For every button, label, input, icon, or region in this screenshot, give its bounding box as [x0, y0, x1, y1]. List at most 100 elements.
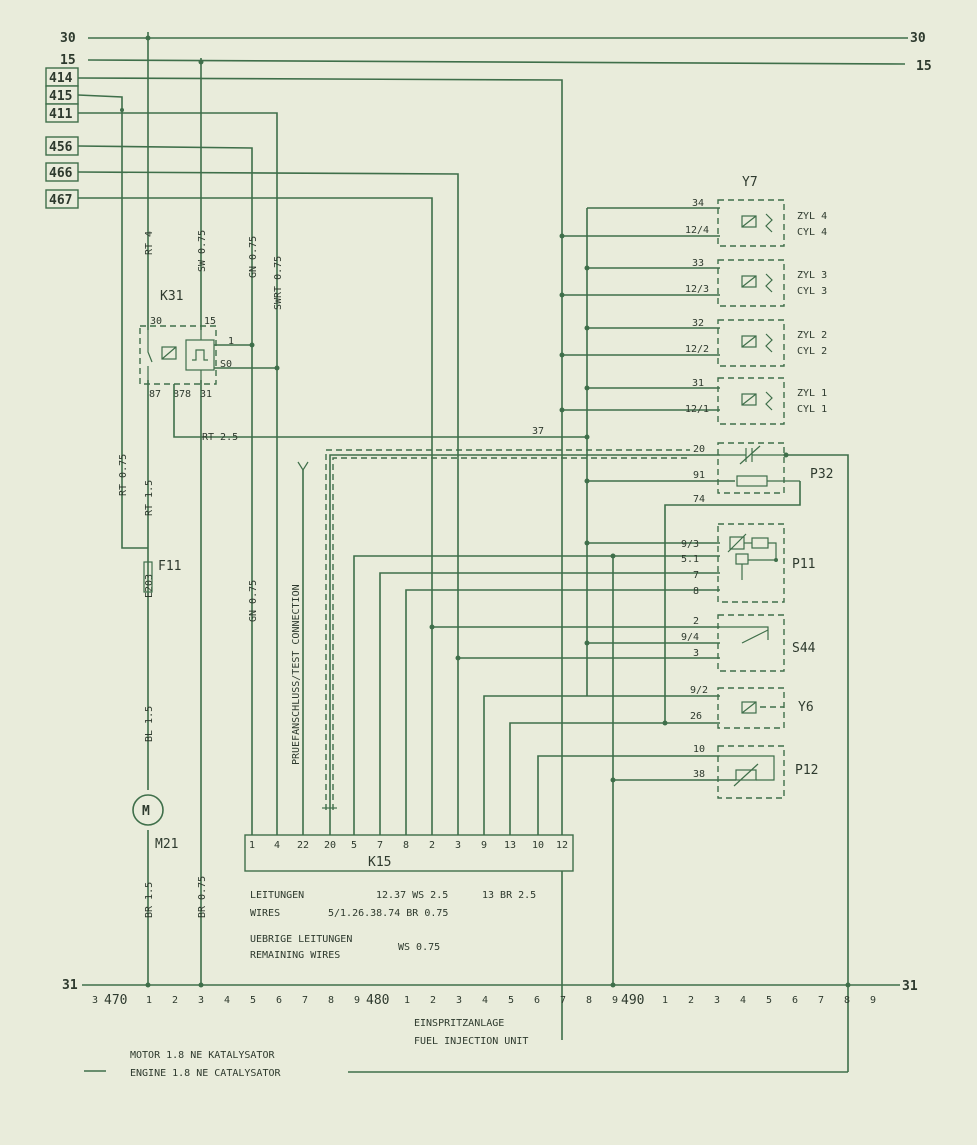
- valve-y6: 9/2 26 Y6: [690, 685, 814, 729]
- terminal-411-label: 411: [49, 107, 73, 122]
- ruler-480-8: 8: [586, 995, 592, 1006]
- s44-pin-2: 2: [693, 616, 699, 627]
- s44-pin-9-4: 9/4: [681, 632, 699, 643]
- ruler-470-9: 9: [354, 995, 360, 1006]
- rail-15-left-label: 15: [60, 53, 76, 68]
- ruler-section-490: 490: [621, 993, 644, 1008]
- terminal-456-label: 456: [49, 140, 73, 155]
- y7-pin-33: 33: [692, 258, 704, 269]
- note-wires: WIRES: [250, 908, 280, 919]
- injector-cyl4: 34 12/4 ZYL 4 CYL 4: [685, 198, 827, 247]
- y7-pin-12-1: 12/1: [685, 404, 709, 415]
- ruler-480-9: 9: [612, 995, 618, 1006]
- ruler-480-6: 6: [534, 995, 540, 1006]
- k15-pin-9: 9: [481, 840, 487, 851]
- k15-pin-12: 12: [556, 840, 568, 851]
- injector-cyl3: 33 12/3 ZYL 3 CYL 3: [685, 258, 827, 307]
- p32-label: P32: [810, 467, 833, 482]
- rail-30-left-label: 30: [60, 31, 76, 46]
- k31-pin-31: 31: [200, 389, 212, 400]
- wire-label-br075: BR 0.75: [197, 876, 208, 918]
- s44-pin-3: 3: [693, 648, 699, 659]
- p12-pin-10: 10: [693, 744, 705, 755]
- note-engine: ENGINE 1.8 NE CATALYSATOR: [130, 1068, 281, 1079]
- terminal-414: 414: [45, 67, 79, 87]
- note-motor: MOTOR 1.8 NE KATALYSATOR: [130, 1050, 275, 1061]
- ruler-490-7: 7: [818, 995, 824, 1006]
- k15-pin-8: 8: [403, 840, 409, 851]
- terminal-411: 411: [45, 103, 79, 123]
- ruler-470-4: 4: [224, 995, 230, 1006]
- k31-pin-s0: S0: [220, 359, 232, 370]
- ruler-490-2: 2: [688, 995, 694, 1006]
- note-leitungen: LEITUNGEN: [250, 890, 304, 901]
- ruler-480-7: 7: [560, 995, 566, 1006]
- zyl4-label: ZYL 4: [797, 211, 827, 222]
- footer: EINSPRITZANLAGE FUEL INJECTION UNIT MOTO…: [84, 1018, 848, 1079]
- relay-k31: K31 30 15 1 S0 87 878 31: [139, 289, 587, 438]
- ruler-480-3: 3: [456, 995, 462, 1006]
- p12-pin-38: 38: [693, 769, 705, 780]
- k31-pin-878: 878: [173, 389, 191, 400]
- injector-cyl1: 31 12/1 ZYL 1 CYL 1: [685, 377, 827, 425]
- k31-pin-87: 87: [149, 389, 161, 400]
- ruler-section-470: 470: [104, 993, 127, 1008]
- k15-pin-22: 22: [297, 840, 309, 851]
- k15-pin-3: 3: [455, 840, 461, 851]
- zyl1-label: ZYL 1: [797, 388, 827, 399]
- wire-label-rt15: RT 1.5: [144, 480, 155, 516]
- k15-signal-wires: [353, 555, 720, 835]
- y7-pin-12-3: 12/3: [685, 284, 709, 295]
- cyl4-label: CYL 4: [797, 227, 827, 238]
- p32-pin-20: 20: [693, 444, 705, 455]
- wire-label-e203: E203: [144, 574, 155, 598]
- note-uebrige: UEBRIGE LEITUNGEN: [250, 934, 352, 945]
- p12-label: P12: [795, 763, 818, 778]
- rail-31-left-label: 31: [62, 978, 78, 993]
- y7-pin-32: 32: [692, 318, 704, 329]
- k15-pin-10: 10: [532, 840, 544, 851]
- terminal-466: 466: [45, 162, 79, 182]
- ruler-470-5: 5: [250, 995, 256, 1006]
- ruler-470-8: 8: [328, 995, 334, 1006]
- wire-label-swrt075: SWRT 0.75: [273, 256, 284, 310]
- y6-pin-26: 26: [690, 711, 702, 722]
- wire-label-test-connection: PRUEFANSCHLUSS/TEST CONNECTION: [291, 584, 302, 765]
- ruler-490-4: 4: [740, 995, 746, 1006]
- y7-label: Y7: [742, 175, 758, 190]
- wire-notes: LEITUNGEN 12.37 WS 2.5 13 BR 2.5 WIRES 5…: [250, 890, 536, 961]
- wire-label-37: 37: [532, 426, 544, 437]
- ruler-490-8: 8: [844, 995, 850, 1006]
- injector-bus: [559, 207, 735, 696]
- ruler-470-1: 1: [146, 995, 152, 1006]
- wire-label-br15: BR 1.5: [144, 882, 155, 918]
- k15-pin-7: 7: [377, 840, 383, 851]
- p32-pin-74: 74: [693, 494, 705, 505]
- ruler-470-7: 7: [302, 995, 308, 1006]
- p11-pin-8: 8: [693, 586, 699, 597]
- m21-symbol: M: [142, 804, 150, 819]
- test-connection: [297, 461, 309, 835]
- p32-pin-91: 91: [693, 470, 705, 481]
- ruler-490-9: 9: [870, 995, 876, 1006]
- k15-pin-2: 2: [429, 840, 435, 851]
- terminal-414-label: 414: [49, 71, 73, 86]
- y6-pin-9-2: 9/2: [690, 685, 708, 696]
- fuse-f11: F11: [143, 559, 181, 593]
- component-p11: 9/3 5.1 7 8 P11: [610, 523, 815, 985]
- k31-label: K31: [160, 289, 183, 304]
- note-einspritz: EINSPRITZANLAGE: [414, 1018, 504, 1029]
- k31-pin-1: 1: [228, 336, 234, 347]
- ruler-490-1: 1: [662, 995, 668, 1006]
- terminal-467: 467: [45, 189, 79, 209]
- wire-label-rt4: RT 4: [144, 231, 155, 255]
- switch-s44: 2 9/4 3 S44: [681, 614, 816, 672]
- ruler-480-2: 2: [430, 995, 436, 1006]
- m21-label: M21: [155, 837, 178, 852]
- terminal-415: 415: [45, 85, 79, 105]
- p11-pin-5-1: 5.1: [681, 554, 699, 565]
- p11-label: P11: [792, 557, 815, 572]
- ruler-490-3: 3: [714, 995, 720, 1006]
